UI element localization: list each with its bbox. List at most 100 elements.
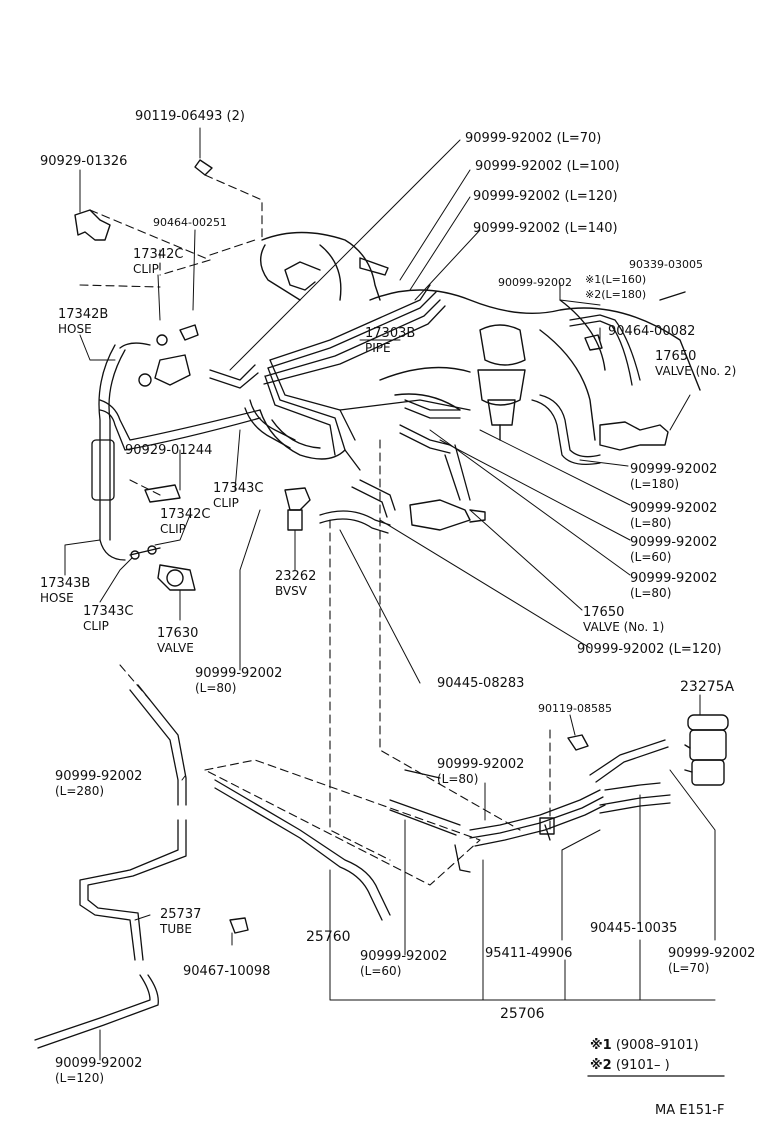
label-bvsv: BVSV [275,584,307,598]
phantom-lines [79,174,551,886]
label-hose-l280: 90999-92002 (L=280) [55,769,143,799]
label-part-number: 90999-92002 [668,946,756,961]
note-2-text: (9101– ) [615,1058,670,1073]
label-part-number: 17650 [583,605,625,620]
components [74,159,729,934]
note-1: ※1 (9008–9101) [590,1038,699,1053]
label-17303b: 17303B PIPE [365,326,416,356]
label-length: (L=60) [360,964,402,978]
label-17630-valve: 17630 VALVE [157,626,199,656]
label-25737-tube: 25737 TUBE [160,907,202,937]
label-90119-06493: 90119-06493 (2) [135,109,245,124]
label-part-number: 90999-92002 [630,535,718,550]
label-hose-l100: 90999-92002 (L=100) [475,159,620,174]
label-90467-10098: 90467-10098 [183,964,271,979]
label-part-number: 17303B [365,326,416,341]
label-part-number: 17343B [40,576,91,591]
label-90445-10035: 90445-10035 [590,921,678,936]
label-clip: CLIP [160,522,186,536]
label-90099-top: 90099-92002 [498,276,572,289]
label-length: (L=180) [630,477,680,491]
label-23275a: 23275A [680,679,735,695]
label-part-number: 25737 [160,907,202,922]
label-hose-r-l120: 90999-92002 (L=120) [577,642,722,657]
label-hose-left-l80: 90999-92002 (L=80) [195,666,283,696]
label-part-number: 17342C [133,247,184,262]
label-90464-00251: 90464-00251 [153,216,227,229]
label-17343b: 17343B HOSE [40,576,91,606]
label-clip: CLIP [213,496,239,510]
label-hose-bottom-l60: 90999-92002 (L=60) [360,949,448,979]
intake-manifold-drawing [259,231,701,460]
label-hose-l140: 90999-92002 (L=140) [473,221,618,236]
label-hose: HOSE [40,591,74,605]
label-length: (L=80) [630,516,672,530]
label-hose-l120: 90999-92002 (L=120) [473,189,618,204]
label-pipe: PIPE [365,341,391,355]
label-17342c-top: 17342C CLIP [133,247,184,277]
label-hose-mid-l80: 90999-92002 (L=80) [437,758,524,787]
label-90929-01326: 90929-01326 [40,154,128,169]
label-part-number: 90999-92002 [55,769,143,784]
label-part-number: 17342B [58,307,109,322]
label-90339-03005: 90339-03005 [629,258,703,271]
label-clip: CLIP [133,262,159,276]
leader-lines [64,127,716,1061]
label-valve: VALVE [157,641,194,655]
label-hose-bottom-l120: 90099-92002 (L=120) [55,1056,143,1086]
label-part-number: 90999-92002 [630,571,718,586]
note-1-text: (9008–9101) [615,1038,699,1053]
note-2: ※2 (9101– ) [590,1058,670,1073]
label-length: (L=80) [437,772,479,786]
label-part-number: 90999-92002 [630,501,718,516]
label-part-number: 17650 [655,349,697,364]
label-length: (L=120) [55,1071,105,1085]
label-part-number: 90099-92002 [55,1056,143,1071]
label-tube: TUBE [160,922,192,936]
label-length: (L=80) [195,681,237,695]
label-90445-08283: 90445-08283 [437,676,525,691]
label-90929-01244: 90929-01244 [125,443,213,458]
label-part-number: 90999-92002 [360,949,448,964]
label-17650-no1: 17650 VALVE (No. 1) [583,605,665,635]
label-part-number: 17342C [160,507,211,522]
label-25760: 25760 [306,929,351,945]
label-part-number: 90999-92002 [195,666,283,681]
label-length: (L=280) [55,784,105,798]
label-hose-r-l80b: 90999-92002 (L=80) [630,571,718,601]
label-length: (L=70) [668,961,710,975]
label-valve-no2: VALVE (No. 2) [655,364,737,378]
label-23262-bvsv: 23262 BVSV [275,569,317,599]
label-95411-49906: 95411-49906 [485,946,573,961]
label-hose-bottom-l70: 90999-92002 (L=70) [668,946,756,976]
label-17343c-a: 17343C CLIP [213,481,264,511]
label-90464-00082: 90464-00082 [608,324,696,339]
label-90119-08585: 90119-08585 [538,702,612,715]
note-1-mark: ※1 [590,1038,612,1053]
label-hose-l70: 90999-92002 (L=70) [465,131,602,146]
label-hose: HOSE [58,322,92,336]
label-hose-r-l60: 90999-92002 (L=60) [630,535,718,565]
label-part-number: 17630 [157,626,199,641]
label-17650-no2: 17650 VALVE (No. 2) [655,349,737,379]
label-clip: CLIP [83,619,109,633]
label-part-number: 23262 [275,569,317,584]
label-valve-no1: VALVE (No. 1) [583,620,665,634]
label-ref2-l180: ※2(L=180) [585,288,647,301]
label-17343c-b: 17343C CLIP [83,604,134,634]
diagram-code: MA E151-F [655,1103,725,1118]
label-hose-r-l80a: 90999-92002 (L=80) [630,501,718,531]
label-ref1-l160: ※1(L=160) [585,273,647,286]
label-length: (L=60) [630,550,672,564]
label-25706: 25706 [500,1006,545,1022]
label-17342c-b: 17342C CLIP [160,507,211,537]
label-part-number: 17343C [213,481,264,496]
hoses [34,284,671,1049]
label-hose-r-l180: 90999-92002 (L=180) [630,463,717,492]
label-part-number: 17343C [83,604,134,619]
label-length: (L=80) [630,586,672,600]
label-17342b: 17342B HOSE [58,307,109,337]
note-2-mark: ※2 [590,1058,612,1073]
